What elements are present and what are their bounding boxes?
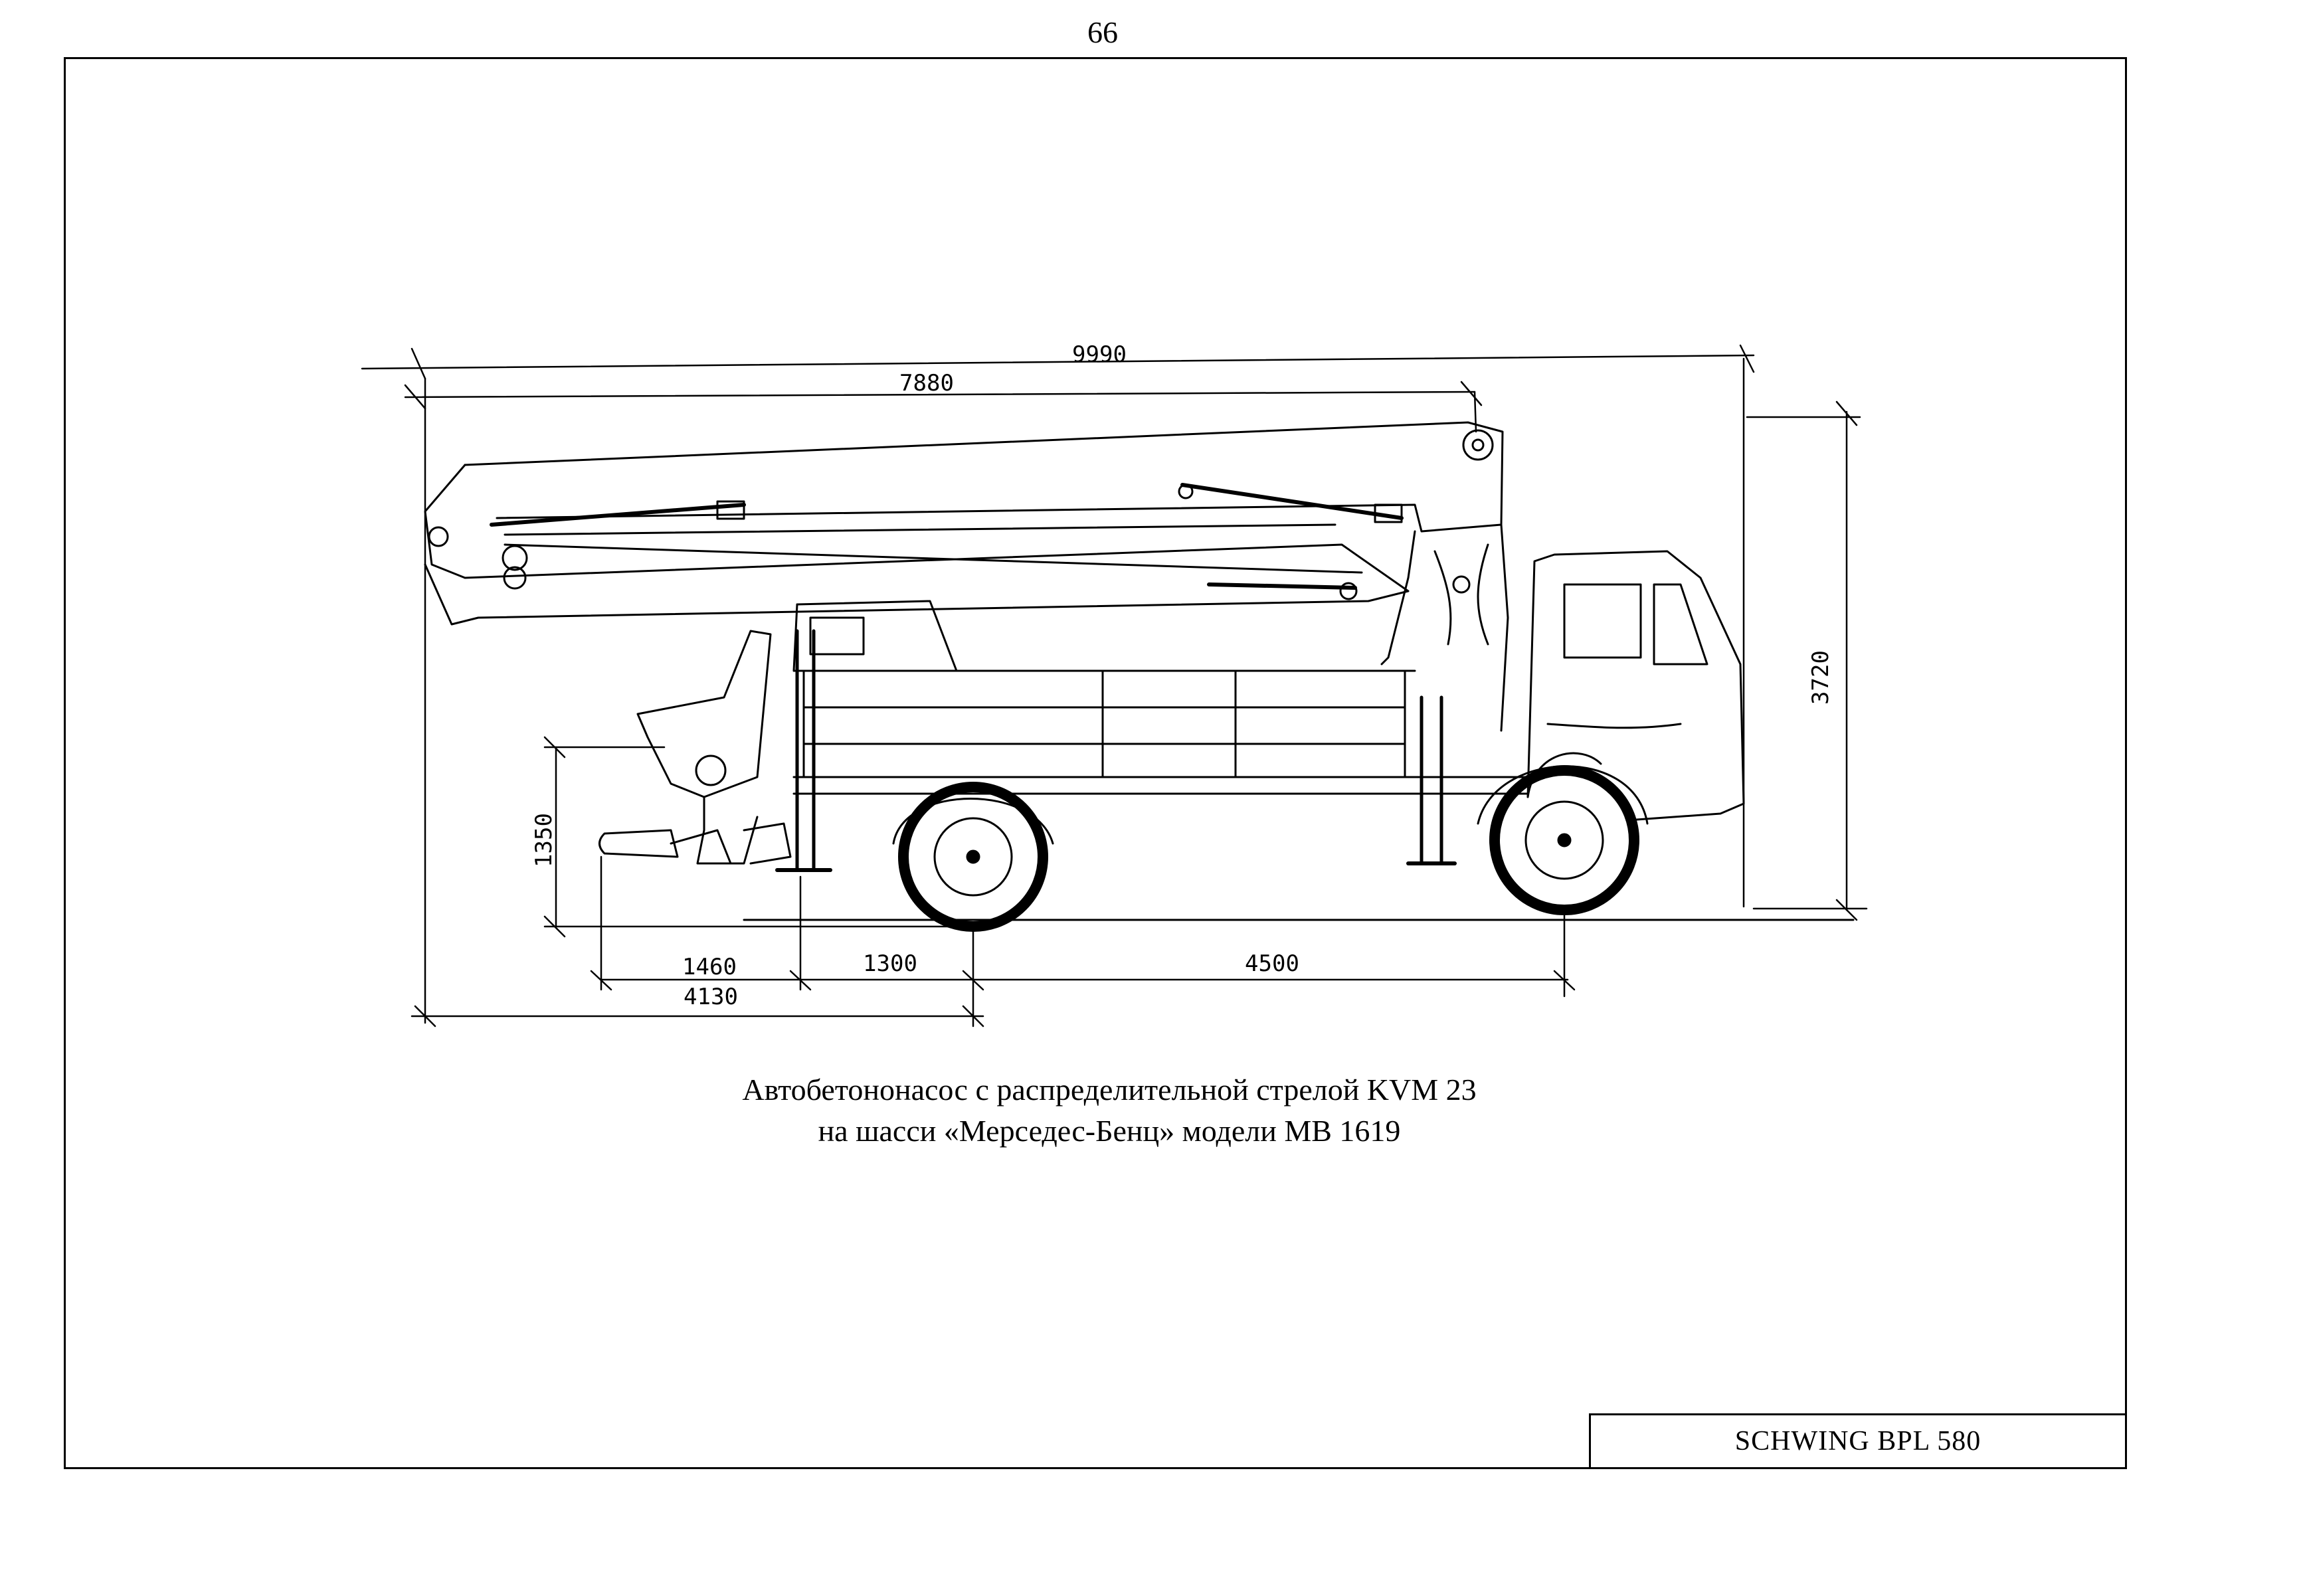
caption-line-1: Автобетононасос с распределительной стре… [742,1073,1477,1107]
dimension-height: 3720 [1807,650,1834,705]
dimension-pump-height: 1350 [531,813,557,867]
dimension-lines [361,344,1868,1027]
caption-line-2: на шасси «Мерседес-Бенц» модели MB 1619 [818,1114,1401,1148]
dimension-rear-overhang: 1460 [682,954,737,980]
dimension-rear-to-axle: 4130 [684,984,738,1010]
figure-caption: Автобетононасос с распределительной стре… [465,1069,1754,1152]
dimension-overall-length: 9990 [1072,341,1127,368]
title-block: SCHWING BPL 580 [1589,1413,2127,1469]
page-number: 66 [1087,15,1118,49]
drawing-frame [64,57,2127,1469]
dimension-support-to-axle: 1300 [863,950,917,977]
dimension-boom-length: 7880 [899,370,954,397]
dimension-wheelbase: 4500 [1245,950,1299,977]
concrete-pump-truck-illustration [424,421,1855,932]
